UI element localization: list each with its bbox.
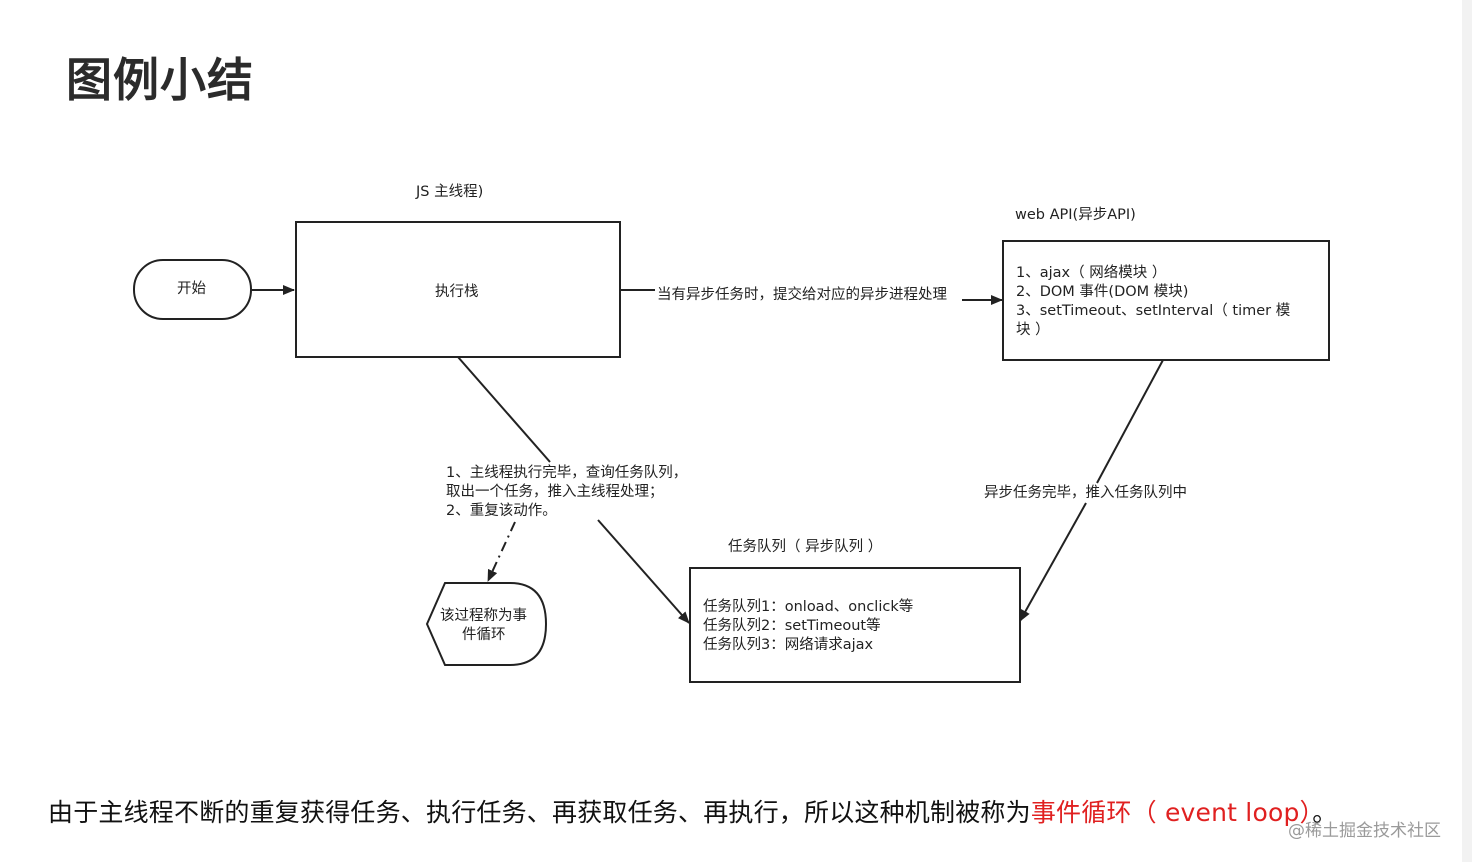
web-api-node: 1、ajax（ 网络模块 ） 2、DOM 事件(DOM 模块) 3、setTim… — [1002, 240, 1330, 361]
web-api-header: web API(异步API) — [1015, 207, 1136, 223]
task-queue-header: 任务队列（ 异步队列 ） — [728, 539, 883, 555]
task-queue-line-2: 任务队列2：setTimeout等 — [703, 618, 881, 634]
web-api-line-4: 块 ） — [1016, 322, 1050, 338]
edge-main-to-queue-a — [457, 356, 551, 463]
loop-edge-label-1: 1、主线程执行完毕，查询任务队列， — [446, 465, 688, 481]
task-queue-line-3: 任务队列3：网络请求ajax — [703, 637, 874, 653]
edge-webapi-to-queue-b — [1019, 502, 1087, 622]
caption-text: 由于主线程不断的重复获得任务、执行任务、再获取任务、再执行，所以这种机制被称为 — [48, 798, 1031, 827]
web-api-line-1: 1、ajax（ 网络模块 ） — [1016, 265, 1167, 281]
main-thread-header: JS 主线程) — [416, 184, 484, 200]
watermark: @稀土掘金技术社区 — [1288, 821, 1441, 841]
edge-main-to-queue-b — [597, 519, 690, 624]
loop-edge-label-2: 取出一个任务，推入主线程处理； — [446, 484, 664, 500]
web-api-line-3: 3、setTimeout、setInterval（ timer 模 — [1016, 303, 1291, 319]
start-node-label: 开始 — [177, 281, 206, 297]
event-loop-node-shape — [425, 582, 548, 666]
event-loop-line-2: 件循环 — [462, 627, 506, 643]
enqueue-edge-label: 异步任务完毕，推入任务队列中 — [984, 485, 1187, 501]
caption-highlight: 事件循环（ event loop） — [1030, 798, 1313, 827]
right-edge-strip — [1462, 0, 1472, 862]
event-loop-line-1: 该过程称为事 — [440, 608, 527, 624]
summary-caption: 由于主线程不断的重复获得任务、执行任务、再获取任务、再执行，所以这种机制被称为事… — [48, 793, 1337, 829]
task-queue-node: 任务队列1：onload、onclick等 任务队列2：setTimeout等 … — [689, 567, 1021, 683]
task-queue-line-1: 任务队列1：onload、onclick等 — [703, 599, 914, 615]
page-title: 图例小结 — [66, 53, 254, 107]
edge-webapi-to-queue-a — [1096, 359, 1164, 484]
loop-edge-label-3: 2、重复该动作。 — [446, 503, 557, 519]
caption-end: 。 — [1312, 798, 1338, 827]
edge-dashed-to-event-loop — [487, 521, 516, 582]
submit-edge-label: 当有异步任务时，提交给对应的异步进程处理 — [657, 287, 947, 303]
execution-stack-label: 执行栈 — [435, 284, 479, 300]
main-thread-node: 执行栈 — [295, 221, 621, 358]
web-api-line-2: 2、DOM 事件(DOM 模块) — [1016, 284, 1189, 300]
